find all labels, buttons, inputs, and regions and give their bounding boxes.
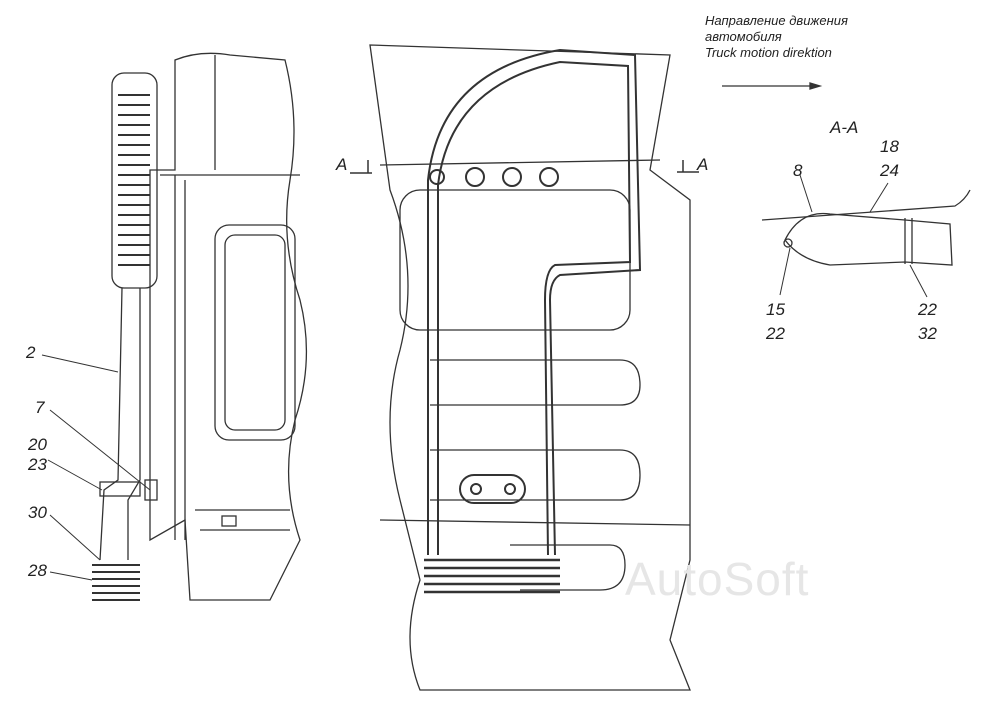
direction-note-line1: Направление движения — [705, 13, 848, 28]
direction-note-line2: автомобиля — [705, 29, 782, 44]
callout-23: 23 — [28, 455, 47, 474]
callout-15: 15 — [766, 300, 785, 319]
section-mark-right: A — [697, 155, 709, 174]
callout-20: 20 — [28, 435, 47, 454]
callout-22-right: 22 — [918, 300, 937, 319]
left-air-duct — [92, 72, 158, 601]
callout-18: 18 — [880, 137, 899, 156]
center-air-duct — [424, 48, 642, 594]
callout-7: 7 — [35, 398, 45, 417]
section-mark-left: A — [336, 155, 348, 174]
callout-8: 8 — [793, 161, 803, 180]
callout-24: 24 — [880, 161, 899, 180]
left-cab-panel — [149, 52, 308, 601]
direction-note-line3: Truck motion direktion — [705, 45, 832, 60]
watermark: AutoSoft — [625, 553, 810, 605]
callout-30: 30 — [28, 503, 47, 522]
section-cut-marks — [350, 160, 699, 174]
callout-28: 28 — [28, 561, 47, 580]
section-a-a-view — [761, 174, 971, 298]
callout-22-left: 22 — [766, 324, 785, 343]
callout-32: 32 — [918, 324, 937, 343]
callout-2: 2 — [26, 343, 36, 362]
section-title: A-A — [830, 118, 859, 137]
